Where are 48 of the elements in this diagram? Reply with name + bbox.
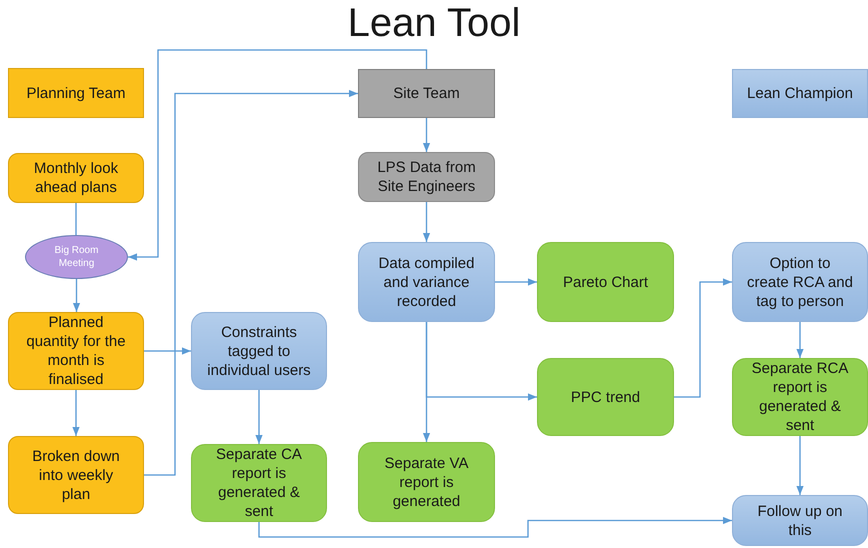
process-box (537, 358, 674, 436)
process-box (732, 495, 868, 546)
connector-arrow (128, 49, 428, 261)
connector-arrow (426, 322, 537, 401)
connector-arrow (144, 347, 191, 355)
connector-arrow (422, 118, 430, 152)
node-label: Site Team (392, 84, 461, 103)
process-box (191, 312, 327, 390)
connector-arrow (255, 390, 263, 444)
node-label: Follow up on this (756, 502, 844, 540)
team-box (358, 69, 495, 118)
process-box (8, 436, 144, 514)
process-box (191, 444, 327, 522)
connector-arrow (258, 516, 732, 538)
node-label: Pareto Chart (562, 272, 650, 292)
node-label: LPS Data from Site Engineers (376, 158, 477, 196)
node-label: Broken down into weekly plan (31, 446, 121, 504)
connector-arrow (144, 90, 358, 476)
connector-arrow (796, 322, 804, 358)
node-label: Monthly look ahead plans (32, 159, 120, 197)
process-box (732, 358, 868, 436)
process-box (358, 442, 495, 522)
connector-arrow (796, 436, 804, 495)
process-box (8, 153, 144, 203)
node-label: Planning Team (26, 84, 126, 102)
connector-arrow (674, 278, 732, 398)
team-box (732, 69, 868, 118)
process-box (537, 242, 674, 322)
node-label: Lean Champion (746, 84, 854, 103)
process-box (8, 312, 144, 390)
process-box (358, 152, 495, 202)
node-label: Constraints tagged to individual users (206, 322, 312, 380)
team-box (8, 68, 144, 118)
process-box (732, 242, 868, 322)
node-label: Big Room Meeting (54, 244, 100, 270)
diagram-title: Lean Tool (346, 0, 522, 46)
node-label: Planned quantity for the month is finalised (25, 313, 127, 389)
node-label: Option to create RCA and tag to person (746, 254, 854, 310)
node-label: Data compiled and variance recorded (378, 254, 476, 310)
node-label: PPC trend (570, 388, 642, 406)
process-box (358, 242, 495, 322)
connector-arrow (422, 202, 430, 242)
node-label: Separate CA report is generated & sent (215, 445, 303, 521)
connector-arrow (72, 279, 80, 312)
node-label: Separate VA report is generated (384, 454, 470, 510)
connector-arrow (72, 390, 80, 436)
node-label: Separate RCA report is generated & sent (750, 359, 850, 435)
connector-arrow (495, 278, 537, 286)
